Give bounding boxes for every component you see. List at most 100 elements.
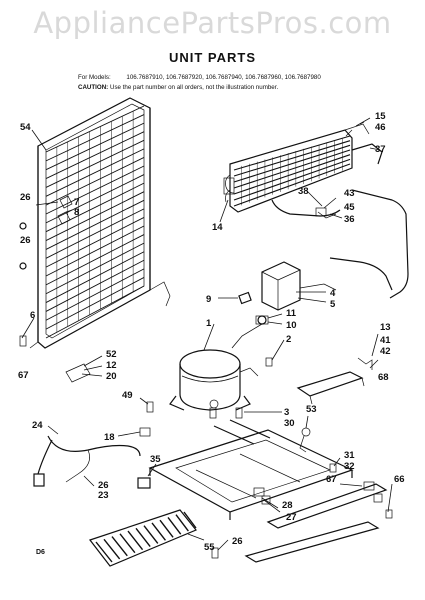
callout-10: 10 bbox=[286, 320, 297, 331]
bottom-coil-tube-line bbox=[95, 541, 113, 563]
condenser-tube-line bbox=[45, 165, 145, 215]
relay-overload bbox=[261, 261, 337, 311]
refrigerant-tubing bbox=[271, 189, 409, 299]
terminal-cover-parts bbox=[231, 291, 269, 349]
condenser-tube-line bbox=[45, 225, 145, 277]
rails bbox=[244, 481, 388, 563]
evaporator-tube-line bbox=[233, 135, 351, 171]
callout-26-lower: 26 bbox=[98, 480, 109, 491]
callout-66: 66 bbox=[394, 474, 405, 485]
condenser-tube-line bbox=[45, 131, 145, 179]
evaporator-tube-line bbox=[233, 158, 351, 201]
callout-38: 38 bbox=[298, 186, 309, 197]
callout-18: 18 bbox=[104, 432, 115, 443]
callout-15: 15 bbox=[375, 111, 386, 122]
callout-12: 12 bbox=[106, 360, 117, 371]
callout-24: 24 bbox=[32, 420, 43, 431]
condenser-tube-line bbox=[45, 208, 145, 259]
callout-6: 6 bbox=[30, 310, 35, 321]
callout-3: 3 bbox=[284, 407, 289, 418]
callout-20: 20 bbox=[106, 371, 117, 382]
bracket-68 bbox=[296, 357, 373, 405]
condenser-coil bbox=[29, 97, 171, 349]
bottom-coil-tube-line bbox=[151, 522, 167, 541]
models-list: 106.7687910, 106.7687920, 106.7687940, 1… bbox=[126, 74, 321, 81]
callout-45: 45 bbox=[344, 202, 355, 213]
callout-26-bottom: 26 bbox=[232, 536, 243, 547]
compressor bbox=[169, 349, 259, 419]
callout-49: 49 bbox=[122, 390, 133, 401]
small-fasteners bbox=[19, 121, 393, 559]
callout-14: 14 bbox=[212, 222, 223, 233]
bottom-coil-tube-line bbox=[159, 519, 174, 538]
bottom-coil-tube-line bbox=[175, 514, 189, 532]
callout-41: 41 bbox=[380, 335, 391, 346]
evaporator-tube-line bbox=[233, 154, 351, 195]
power-cord bbox=[33, 435, 141, 487]
callout-28: 28 bbox=[282, 500, 293, 511]
bottom-condenser-coil bbox=[89, 509, 197, 567]
callout-8: 8 bbox=[74, 207, 79, 218]
bottom-coil-tube-line bbox=[135, 527, 151, 547]
condenser-tube-line bbox=[45, 174, 145, 224]
callout-30: 30 bbox=[284, 418, 295, 429]
evaporator-tube-line bbox=[233, 140, 351, 177]
evaporator-tube-line bbox=[233, 163, 351, 207]
callout-26-middle: 26 bbox=[20, 235, 31, 246]
callout-5: 5 bbox=[330, 299, 336, 310]
models-label: For Models: bbox=[78, 74, 111, 81]
callout-4: 4 bbox=[330, 288, 336, 299]
callout-67-right: 67 bbox=[326, 474, 337, 485]
condenser-tube-line bbox=[45, 122, 145, 171]
caution-label: CAUTION: bbox=[78, 84, 109, 91]
base-frame bbox=[148, 419, 354, 520]
condenser-tube-line bbox=[45, 105, 145, 153]
condenser-tube-line bbox=[45, 242, 145, 295]
callout-13: 13 bbox=[380, 322, 391, 333]
condenser-tube-line bbox=[45, 217, 145, 268]
callout-46: 46 bbox=[375, 122, 386, 133]
callout-55: 55 bbox=[204, 542, 215, 553]
evaporator-tube-line bbox=[233, 149, 351, 189]
condenser-tube-line bbox=[45, 234, 145, 286]
bottom-coil-tube-line bbox=[127, 530, 144, 551]
bottom-coil-tube-line bbox=[183, 511, 197, 529]
callout-54: 54 bbox=[20, 122, 31, 133]
condenser-tube-line bbox=[45, 268, 145, 321]
condenser-tube-line bbox=[45, 277, 145, 330]
callout-9: 9 bbox=[206, 294, 211, 305]
caution-line: CAUTION: Use the part number on all orde… bbox=[78, 84, 278, 91]
condenser-tube-line bbox=[45, 285, 145, 339]
callout-11: 11 bbox=[286, 308, 297, 319]
models-line: For Models: 106.7687910, 106.7687920, 10… bbox=[78, 74, 321, 81]
evaporator-coil bbox=[223, 123, 383, 213]
callout-43: 43 bbox=[344, 188, 355, 199]
condenser-tube-line bbox=[45, 148, 145, 197]
condenser-tube-line bbox=[45, 157, 145, 206]
callout-labels: 54 15 46 37 26 7 8 26 38 43 45 36 14 9 4… bbox=[18, 111, 405, 556]
condenser-tube-line bbox=[45, 199, 145, 250]
condenser-tube-line bbox=[45, 114, 145, 162]
bottom-coil-tube-line bbox=[143, 525, 159, 544]
watermark-text: AppliancePartsPros.com bbox=[33, 6, 392, 40]
callout-32: 32 bbox=[344, 461, 355, 472]
callout-23: 23 bbox=[98, 490, 109, 501]
condenser-tube-line bbox=[45, 191, 145, 241]
leader-lines bbox=[21, 117, 393, 551]
condenser-tube-line bbox=[45, 259, 145, 312]
callout-68: 68 bbox=[378, 372, 389, 383]
page-code: D6 bbox=[36, 549, 45, 556]
bottom-coil-tube-line bbox=[119, 533, 136, 554]
bottom-coil-tube-line bbox=[111, 536, 128, 557]
condenser-tube-line bbox=[45, 139, 145, 188]
bottom-coil-tube-line bbox=[167, 517, 182, 535]
callout-2: 2 bbox=[286, 334, 291, 345]
callout-27: 27 bbox=[286, 512, 297, 523]
callout-67-left: 67 bbox=[18, 370, 29, 381]
caution-text: Use the part number on all orders, not t… bbox=[109, 84, 279, 91]
evaporator-tube-line bbox=[233, 144, 351, 183]
callout-37: 37 bbox=[375, 144, 386, 155]
callout-42: 42 bbox=[380, 346, 391, 357]
callout-26-upper: 26 bbox=[20, 192, 31, 203]
